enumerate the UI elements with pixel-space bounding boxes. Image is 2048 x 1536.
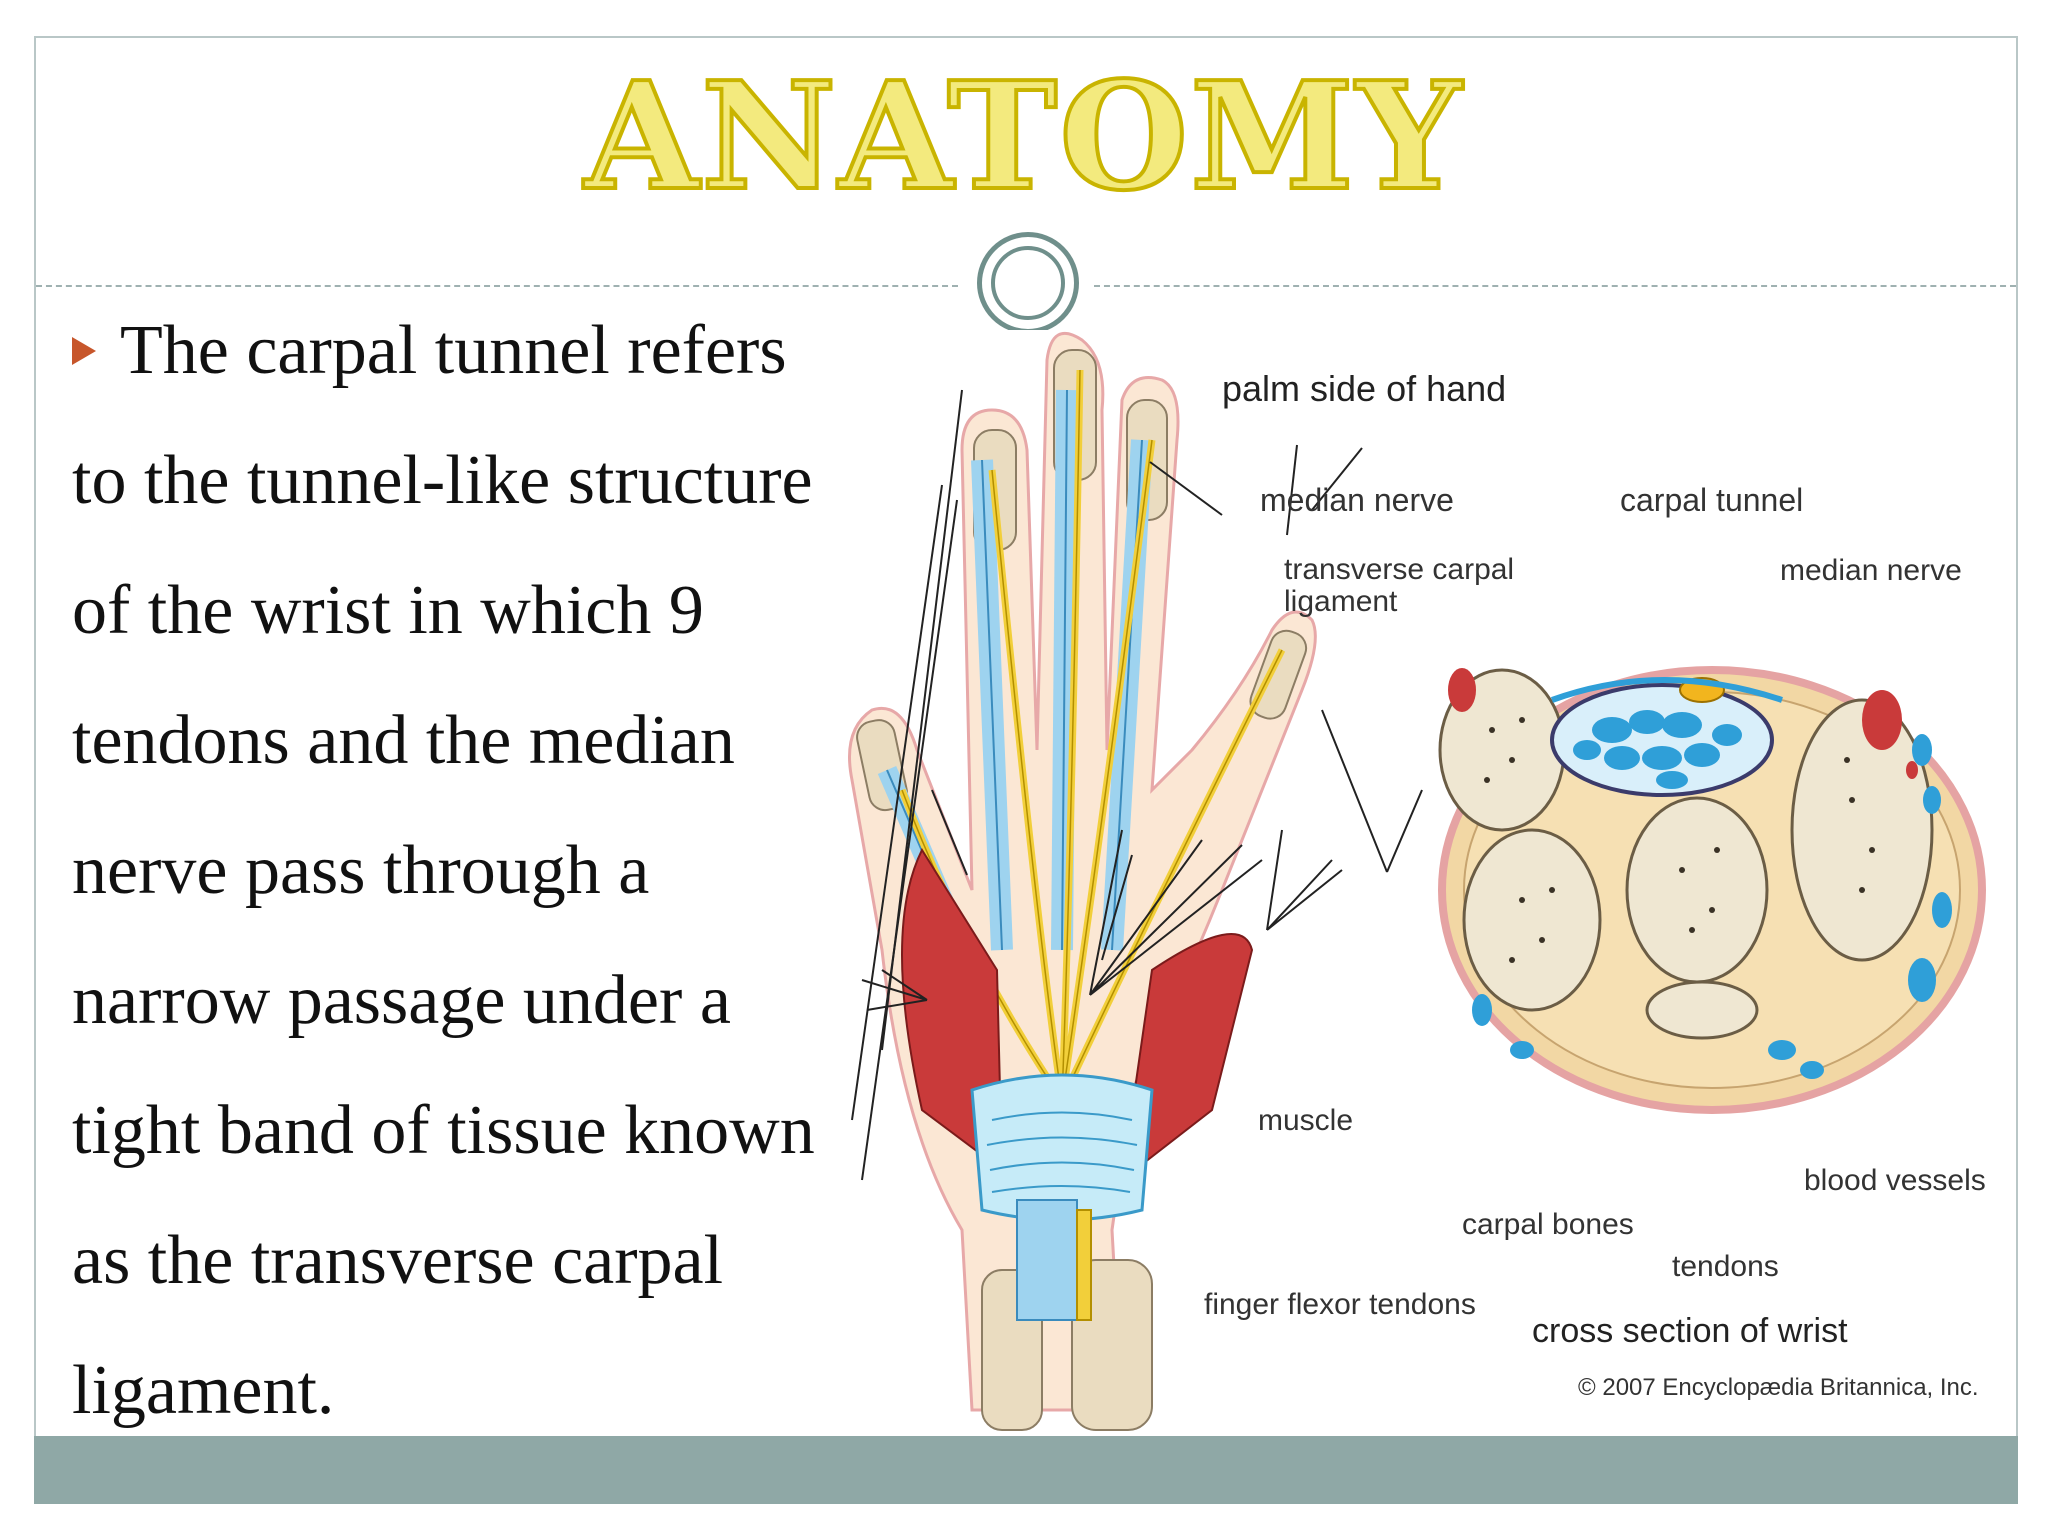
body-line: as the transverse carpal — [72, 1222, 724, 1299]
body-line: nerve pass through a — [72, 832, 650, 909]
body-line: The carpal tunnel refers — [72, 286, 942, 416]
circle-ornament-icon — [977, 232, 1079, 334]
wrist-cross-section — [1438, 666, 1986, 1114]
body-text: The carpal tunnel refers to the tunnel-l… — [72, 286, 942, 1456]
label-median-nerve-right: median nerve — [1780, 554, 1962, 587]
label-carpal-bones: carpal bones — [1462, 1208, 1634, 1241]
label-cross-section: cross section of wrist — [1532, 1312, 1848, 1350]
arrow-bullet-icon — [72, 336, 96, 365]
label-palm-side-text: palm side of hand — [1222, 368, 1507, 409]
slide-title: ANATOMY — [582, 49, 1464, 223]
label-ligament-line2: ligament — [1284, 585, 1398, 618]
label-copyright: © 2007 Encyclopædia Britannica, Inc. — [1578, 1374, 1979, 1401]
body-line-text: The carpal tunnel refers — [120, 312, 787, 389]
footer-bar — [34, 1436, 2018, 1504]
divider-right — [1094, 285, 2016, 287]
body-line: of the wrist in which 9 — [72, 572, 704, 649]
label-median-nerve-left: median nerve — [1260, 482, 1454, 518]
anatomy-illustration — [848, 331, 1986, 1431]
body-line: narrow passage under a — [72, 962, 731, 1039]
hand-illustration — [848, 331, 1317, 1431]
label-carpal-tunnel: carpal tunnel — [1620, 482, 1804, 518]
anatomy-figure: palm side of hand median nerve transvers… — [822, 330, 2002, 1434]
divider-left — [36, 285, 958, 287]
label-finger-flexor-tendons: finger flexor tendons — [1204, 1288, 1476, 1321]
body-line: tight band of tissue known — [72, 1092, 815, 1169]
label-tendons: tendons — [1672, 1250, 1779, 1283]
leader-lines — [851, 389, 1423, 1181]
body-line: tendons and the median — [72, 702, 735, 779]
label-blood-vessels: blood vessels — [1804, 1164, 1986, 1197]
label-muscle: muscle — [1258, 1104, 1354, 1137]
body-line: ligament. — [72, 1352, 335, 1429]
body-line: to the tunnel-like structure — [72, 442, 813, 519]
label-transverse-carpal-line1: transverse carpal — [1284, 553, 1515, 586]
